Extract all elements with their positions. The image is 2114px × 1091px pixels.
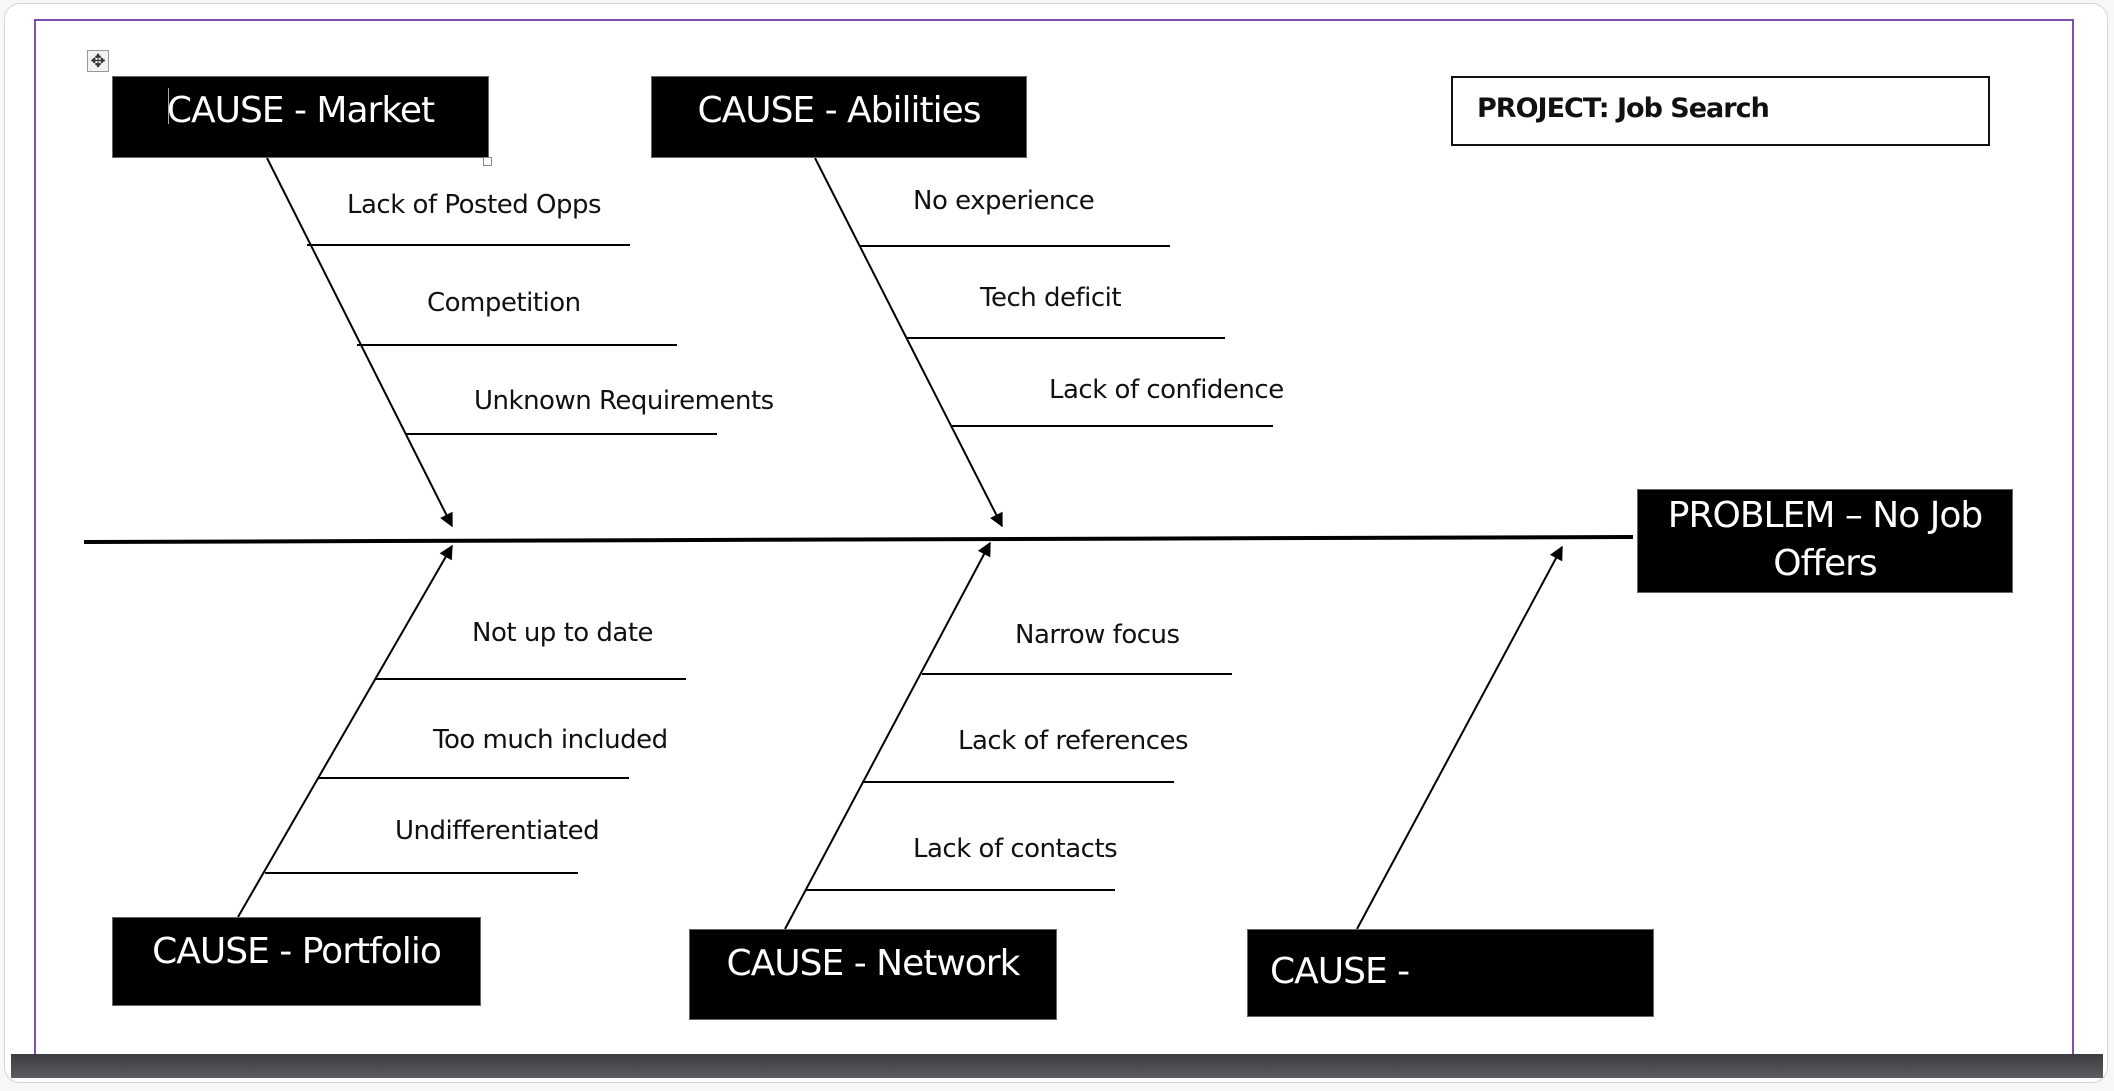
sub-cause-market-1: Lack of Posted Opps (347, 190, 602, 220)
cause-label-network: CAUSE - Network (726, 943, 1021, 984)
branch-abilities (814, 157, 1003, 528)
problem-box[interactable]: PROBLEM – No Job Offers (1637, 489, 2013, 593)
project-label: PROJECT: Job Search (1477, 93, 1770, 124)
cause-box-blank[interactable]: CAUSE - (1247, 929, 1654, 1017)
sub-cause-market-2: Competition (427, 288, 581, 318)
cause-box-abilities[interactable]: CAUSE - Abilities (651, 76, 1027, 158)
cause-label-market: CAUSE - Market (166, 90, 435, 131)
cause-label-portfolio: CAUSE - Portfolio (152, 931, 442, 972)
text-cursor (168, 88, 169, 124)
branch-market (266, 157, 453, 528)
sub-cause-abilities-1: No experience (913, 186, 1095, 216)
cause-box-network[interactable]: CAUSE - Network (689, 929, 1057, 1020)
sub-cause-portfolio-1: Not up to date (472, 618, 654, 648)
cause-label-abilities: CAUSE - Abilities (697, 90, 981, 131)
cause-box-market[interactable]: CAUSE - Market (112, 76, 489, 158)
bottom-scroll-bar[interactable] (11, 1054, 2103, 1078)
cause-box-portfolio[interactable]: CAUSE - Portfolio (112, 917, 481, 1006)
sub-cause-abilities-2: Tech deficit (980, 283, 1122, 313)
branch-blank (1356, 545, 1563, 930)
project-box[interactable]: PROJECT: Job Search (1451, 76, 1990, 146)
resize-handle[interactable] (483, 157, 492, 166)
sub-cause-network-2: Lack of references (958, 726, 1189, 756)
sub-cause-market-3: Unknown Requirements (474, 386, 774, 416)
branch-network (784, 541, 991, 930)
sub-cause-abilities-3: Lack of confidence (1049, 375, 1284, 405)
move-handle-icon[interactable]: ✥ (87, 50, 109, 72)
spine-line (83, 535, 1634, 544)
cause-label-blank: CAUSE - (1270, 951, 1410, 992)
sub-cause-network-1: Narrow focus (1015, 620, 1180, 650)
sub-cause-portfolio-2: Too much included (433, 725, 668, 755)
branch-portfolio (237, 544, 453, 918)
sub-cause-network-3: Lack of contacts (913, 834, 1118, 864)
sub-cause-portfolio-3: Undifferentiated (395, 816, 600, 846)
problem-label: PROBLEM – No Job Offers (1667, 495, 1983, 584)
